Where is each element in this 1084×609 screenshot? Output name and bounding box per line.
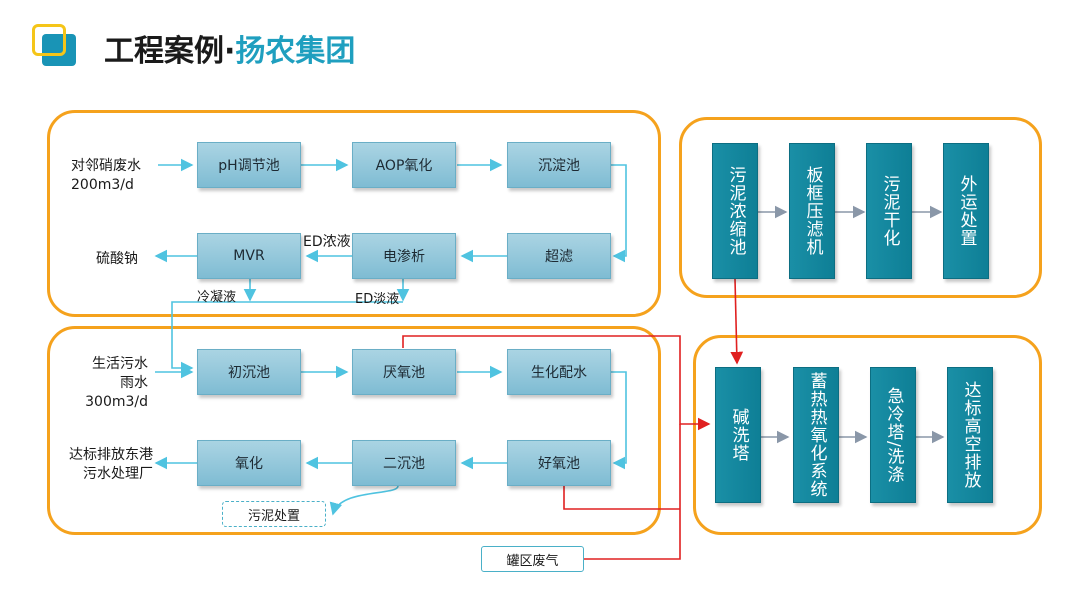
sludge-dryer: 污泥干化 — [866, 143, 912, 279]
mvr-evaporator: MVR — [197, 233, 301, 279]
sludge-disposal-box: 污泥处置 — [222, 501, 326, 527]
aerobic-tank: 好氧池 — [507, 440, 611, 486]
secondary-settling-tank: 二沉池 — [352, 440, 456, 486]
input-label-domestic-sewage: 生活污水 雨水 300m3/d — [85, 356, 148, 410]
aop-oxidation: AOP氧化 — [352, 142, 456, 188]
quench-tower-scrubber: 急冷塔/洗涤 — [870, 367, 916, 503]
biochemical-mixing-tank: 生化配水 — [507, 349, 611, 395]
wastewater-b-group — [47, 326, 661, 535]
oxidation-unit: 氧化 — [197, 440, 301, 486]
sludge-group — [679, 117, 1042, 298]
primary-settling-tank: 初沉池 — [197, 349, 301, 395]
ultrafiltration: 超滤 — [507, 233, 611, 279]
sedimentation-tank: 沉淀池 — [507, 142, 611, 188]
regenerative-thermal-oxidizer: 蓄热热氧化系统 — [793, 367, 839, 503]
input-label-nitro-wastewater: 对邻硝废水 200m3/d — [71, 158, 141, 193]
output-label-discharge: 达标排放东港 污水处理厂 — [69, 447, 153, 482]
output-label-sodium-sulfate: 硫酸钠 — [96, 251, 138, 267]
logo-icon — [30, 22, 82, 68]
ed-dilute-label: ED淡液 — [355, 292, 400, 307]
external-disposal: 外运处置 — [943, 143, 989, 279]
sludge-thickener: 污泥浓缩池 — [712, 143, 758, 279]
high-altitude-emission: 达标高空排放 — [947, 367, 993, 503]
page-title: 工程案例·扬农集团 — [104, 34, 356, 69]
gas-group — [693, 335, 1042, 535]
condensate-label: 冷凝液 — [197, 290, 237, 305]
wastewater-a-group — [47, 110, 661, 317]
ph-adjust-tank: pH调节池 — [197, 142, 301, 188]
plate-frame-filter-press: 板框压滤机 — [789, 143, 835, 279]
alkali-scrubber: 碱洗塔 — [715, 367, 761, 503]
tank-area-exhaust-box: 罐区废气 — [481, 546, 584, 572]
electrodialysis: 电渗析 — [352, 233, 456, 279]
ed-concentrate-label: ED浓液 — [303, 234, 351, 250]
anaerobic-tank: 厌氧池 — [352, 349, 456, 395]
